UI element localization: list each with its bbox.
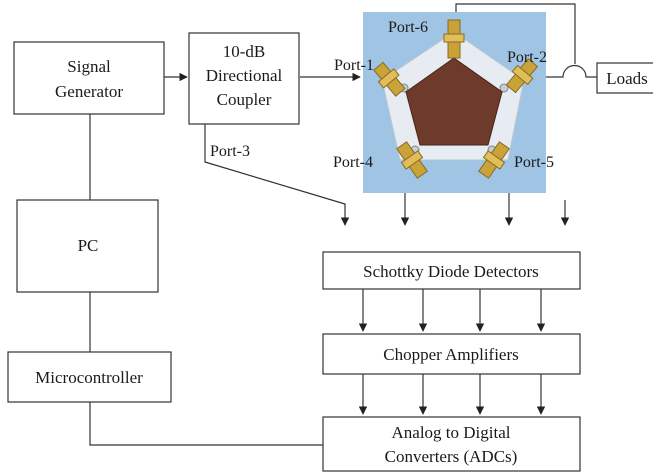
connector-port4 xyxy=(396,141,428,179)
wire-port6-detector xyxy=(455,3,576,64)
pc-block: PC xyxy=(16,199,159,293)
wire-micro-adc xyxy=(89,402,323,446)
wire-port3-detector xyxy=(204,124,350,226)
port2-label: Port-2 xyxy=(507,49,547,66)
port3-label: Port-3 xyxy=(210,143,250,160)
port1-label: Port-1 xyxy=(334,57,374,74)
adc-label-line1: Analog to Digital xyxy=(392,423,511,442)
connector-port6 xyxy=(443,19,465,59)
coupler-label-line3: Coupler xyxy=(217,90,272,109)
connector-port2 xyxy=(505,58,539,94)
signal-generator-block: Signal Generator xyxy=(13,41,165,115)
pc-label: PC xyxy=(78,236,99,255)
connector-port5 xyxy=(478,141,510,179)
microcontroller-block: Microcontroller xyxy=(7,351,172,403)
coupler-block: 10-dB Directional Coupler xyxy=(188,32,300,125)
wires xyxy=(89,3,597,446)
coupler-label-line1: 10-dB xyxy=(223,42,266,61)
six-port-photo xyxy=(363,12,546,193)
detectors-label: Schottky Diode Detectors xyxy=(363,262,539,281)
loads-label: Loads xyxy=(606,69,648,88)
chopper-block: Chopper Amplifiers xyxy=(322,333,581,375)
port4-label: Port-4 xyxy=(333,154,373,171)
coupler-label-line2: Directional xyxy=(206,66,283,85)
microcontroller-label: Microcontroller xyxy=(35,368,143,387)
wire-port2-loads xyxy=(540,64,597,78)
port6-label: Port-6 xyxy=(388,19,428,36)
detectors-block: Schottky Diode Detectors xyxy=(322,251,581,290)
chopper-label: Chopper Amplifiers xyxy=(383,345,519,364)
signal-generator-label-line1: Signal xyxy=(67,57,111,76)
connector-port1 xyxy=(373,61,406,97)
adc-label-line2: Converters (ADCs) xyxy=(385,447,518,466)
pentagon-board xyxy=(405,57,503,146)
loads-block: Loads xyxy=(596,62,653,94)
port5-label: Port-5 xyxy=(514,154,554,171)
signal-generator-label-line2: Generator xyxy=(55,82,123,101)
adc-block: Analog to Digital Converters (ADCs) xyxy=(322,416,581,472)
